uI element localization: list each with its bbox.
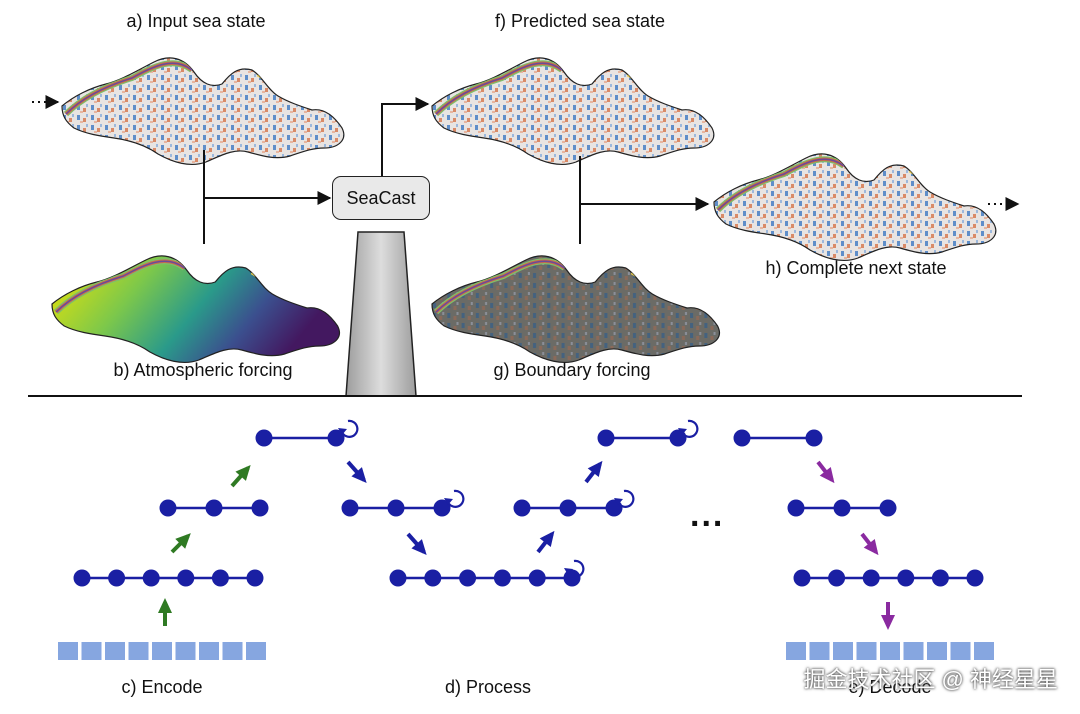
process-fine-node	[459, 569, 477, 587]
process-label: d) Process	[444, 677, 532, 697]
encode-mid-node	[205, 499, 223, 517]
arrow-to-predicted	[381, 97, 430, 176]
process-ellipsis: ...	[690, 496, 725, 534]
process-arrow-up-head	[539, 530, 555, 547]
self-loop-head	[564, 568, 573, 575]
decode-grid-cell	[786, 642, 806, 660]
encode-grid-cell	[199, 642, 219, 660]
process-fine-node	[424, 569, 442, 587]
self-loop	[446, 489, 465, 508]
encode-grid-cell	[152, 642, 172, 660]
decode-mid-node	[787, 499, 805, 517]
encode-fine-node	[246, 569, 264, 587]
decode-grid-cell	[903, 642, 924, 660]
map-predicted-sea-state	[431, 57, 715, 166]
decode-grid-cell	[856, 642, 877, 660]
encode-arrow-up-head	[158, 598, 172, 613]
decode-fine-node	[828, 569, 846, 587]
decode-grid-cell	[950, 642, 971, 660]
self-loop	[680, 419, 699, 438]
encode-grid-cell	[105, 642, 125, 660]
decode-label: e) Decode	[848, 677, 932, 697]
self-loop-head	[678, 428, 687, 435]
decode-fine-node	[931, 569, 949, 587]
map-complete-next-state	[713, 153, 997, 262]
decode-mid-node	[833, 499, 851, 517]
process-fine-node	[493, 569, 511, 587]
decode-mid-node	[879, 499, 897, 517]
decode-arrow-down-head	[881, 615, 895, 630]
process-arrow-down-head	[411, 539, 427, 555]
process-mid-node	[433, 499, 451, 517]
encode-mid-node	[159, 499, 177, 517]
process-arrow-up-head	[587, 460, 603, 477]
process-fine-node	[563, 569, 581, 587]
map-boundary-forcing	[431, 255, 721, 364]
decode-coarse-node	[805, 429, 823, 447]
process-mid-node	[387, 499, 405, 517]
encode-fine-node	[142, 569, 160, 587]
decode-grid-cell	[974, 642, 994, 660]
self-loop-head	[614, 498, 623, 505]
complete-next-state-label: h) Complete next state	[765, 258, 947, 278]
seacast-model-box: SeaCast	[332, 176, 430, 220]
encode-fine-node	[177, 569, 195, 587]
encode-grid-cell	[58, 642, 78, 660]
decode-fine-node	[897, 569, 915, 587]
process-mid-2-node	[513, 499, 531, 517]
encode-grid-cell	[128, 642, 149, 660]
map-atmospheric-forcing	[51, 255, 341, 364]
encode-grid-cell	[81, 642, 102, 660]
map-input-sea-state	[61, 57, 345, 166]
decode-grid-cell	[833, 642, 853, 660]
self-loop	[566, 559, 585, 578]
watermark: 掘金技术社区 @ 神经星星	[803, 667, 1058, 692]
self-loop-head	[338, 428, 347, 435]
encode-grid-cell	[246, 642, 266, 660]
encode-arrow-diag-head	[175, 533, 191, 549]
decode-arrow-down-head	[819, 467, 835, 484]
process-coarse-node	[597, 429, 615, 447]
decode-fine-node	[793, 569, 811, 587]
boundary-forcing-label: g) Boundary forcing	[493, 360, 651, 380]
process-arrow-down-head	[351, 467, 367, 483]
process-mid-2-node	[559, 499, 577, 517]
encode-fine-node	[211, 569, 229, 587]
atmospheric-forcing-label: b) Atmospheric forcing	[113, 360, 293, 380]
self-loop	[616, 489, 635, 508]
encode-fine-node	[73, 569, 91, 587]
self-loop	[340, 419, 359, 438]
decode-arrow-down-head	[863, 539, 879, 556]
process-fine-node	[389, 569, 407, 587]
encode-grid-cell	[175, 642, 196, 660]
decode-fine-node	[862, 569, 880, 587]
encode-grid-cell	[222, 642, 243, 660]
encode-arrow-diag-head	[235, 465, 251, 481]
process-fine-node	[528, 569, 546, 587]
input-sea-state-label: a) Input sea state	[126, 11, 266, 31]
encode-label: c) Encode	[121, 677, 203, 697]
encode-coarse-node	[255, 429, 273, 447]
encode-coarse-node	[327, 429, 345, 447]
decode-coarse-node	[733, 429, 751, 447]
self-loop-head	[444, 498, 453, 505]
encode-fine-node	[108, 569, 126, 587]
seacast-funnel	[345, 231, 417, 397]
predicted-sea-state-label: f) Predicted sea state	[494, 11, 666, 31]
decode-grid-cell	[880, 642, 900, 660]
decode-grid-cell	[927, 642, 947, 660]
process-mid-node	[341, 499, 359, 517]
decode-grid-cell	[809, 642, 830, 660]
decode-fine-node	[966, 569, 984, 587]
encode-mid-node	[251, 499, 269, 517]
